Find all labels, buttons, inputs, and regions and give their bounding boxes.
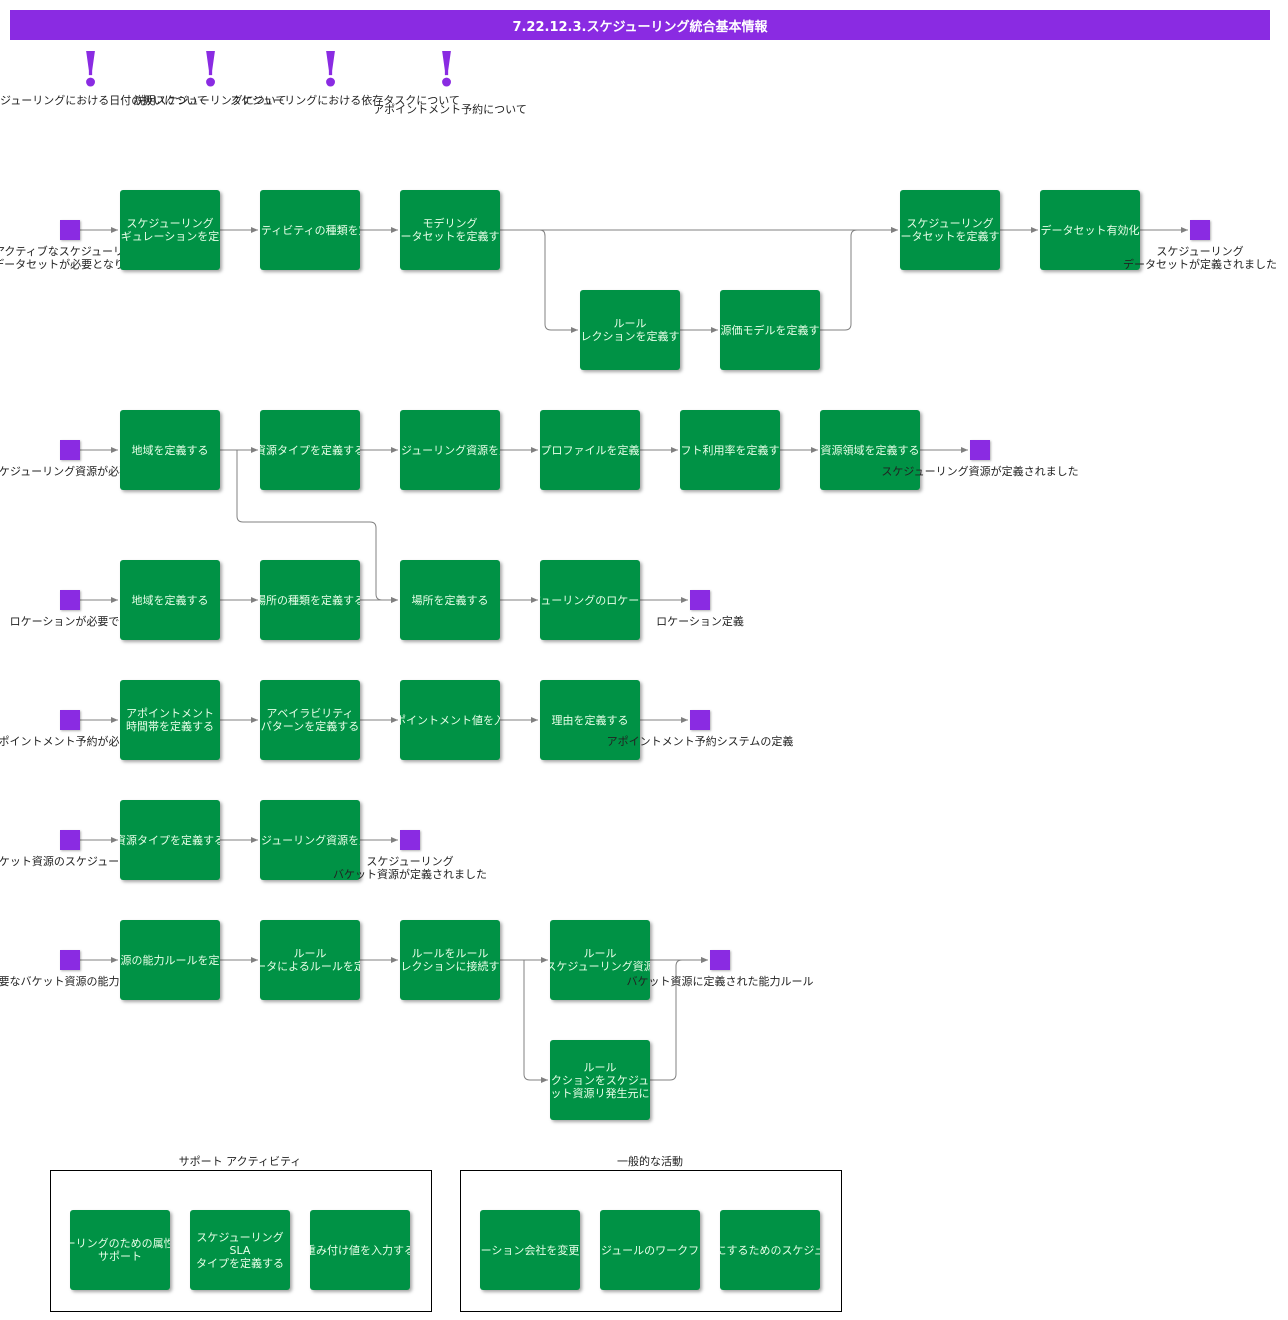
start-event	[60, 950, 80, 970]
task-box[interactable]: 理由を定義する	[540, 680, 640, 760]
start-label: 必要なバケット資源の能力ルール	[0, 975, 153, 988]
start-event	[60, 590, 80, 610]
task-box[interactable]: 地域を定義する	[120, 560, 220, 640]
start-label: バケット資源のスケジューリング	[0, 855, 153, 868]
note-exclamation-icon: !	[436, 42, 458, 98]
start-event	[60, 830, 80, 850]
end-label: スケジューリング バケット資源が定義されました	[333, 855, 487, 881]
end-label: ロケーション定義	[656, 615, 744, 628]
task-box[interactable]: アクティビティの種類を定義	[260, 190, 360, 270]
note-label: 説明スケジューリングについて	[133, 94, 287, 107]
start-label: ロケーションが必要です	[9, 615, 131, 628]
support-group	[50, 1170, 432, 1312]
task-box[interactable]: ルール コレクションを定義する	[580, 290, 680, 370]
general-group-title: 一般的な活動	[617, 1155, 683, 1168]
task-box[interactable]: 地域を定義する	[120, 410, 220, 490]
end-event	[1190, 220, 1210, 240]
task-box[interactable]: スケジューリング レギュレーションを定義	[120, 190, 220, 270]
task-box[interactable]: スケジューリング SLA タイプを定義する	[190, 1210, 290, 1290]
end-label: スケジューリング資源が定義されました	[881, 465, 1079, 478]
task-box[interactable]: データセット有効化	[1040, 190, 1140, 270]
task-box[interactable]: 資源価モデルを定義する	[720, 290, 820, 370]
task-box[interactable]: スケジューリング資源を定義	[260, 800, 360, 880]
task-box[interactable]: ルール スケジューリング資源	[550, 920, 650, 1000]
start-label: アクティブなスケジューリング データセットが必要となります	[0, 245, 147, 271]
task-box[interactable]: ルール データによるルールを定義	[260, 920, 360, 1000]
task-box[interactable]: 資源の能力ルールを定義	[120, 920, 220, 1000]
task-box[interactable]: 資源領域を定義する	[820, 410, 920, 490]
end-event	[710, 950, 730, 970]
task-box[interactable]: 重み付け値を入力する	[310, 1210, 410, 1290]
task-box[interactable]: アベイラビリティ パターンを定義する	[260, 680, 360, 760]
start-label: アポイントメント予約が必要です	[0, 735, 153, 748]
note-exclamation-icon: !	[200, 42, 222, 98]
task-box[interactable]: ルール コレクションをスケジュール バケット資源リ発生元に接続	[550, 1040, 650, 1120]
general-group	[460, 1170, 842, 1312]
task-box[interactable]: スケジューリングのロケーション	[540, 560, 640, 640]
end-label: スケジューリング データセットが定義されました	[1123, 245, 1277, 271]
task-box[interactable]: ルールをルール コレクションに接続する	[400, 920, 500, 1000]
end-event	[690, 590, 710, 610]
task-box[interactable]: モデリング データセットを定義する	[400, 190, 500, 270]
task-box[interactable]: スケジューリングのための属性マスター サポート	[70, 1210, 170, 1290]
end-event	[970, 440, 990, 460]
start-event	[60, 220, 80, 240]
task-box[interactable]: スケジュールのワークフロー	[600, 1210, 700, 1290]
task-box[interactable]: 資源タイプを定義する	[120, 800, 220, 880]
end-event	[690, 710, 710, 730]
start-event	[60, 710, 80, 730]
task-box[interactable]: プロファイルを定義	[540, 410, 640, 490]
note-label: スケジューリングにおける依存タスクについて	[230, 94, 460, 107]
end-label: バケット資源に定義された能力ルール	[626, 975, 814, 988]
task-box[interactable]: アポイントメント 時間帯を定義する	[120, 680, 220, 760]
task-box[interactable]: ロケーション会社を変更する	[480, 1210, 580, 1290]
task-box[interactable]: スケジューリング資源を定義	[400, 410, 500, 490]
task-box[interactable]: 場所の種類を定義する	[260, 560, 360, 640]
end-label: アポイントメント予約システムの定義	[606, 735, 794, 748]
start-label: スケジューリング資源が必要です	[0, 465, 153, 478]
task-box[interactable]: 無効にするためのスケジュール	[720, 1210, 820, 1290]
note-exclamation-icon: !	[320, 42, 342, 98]
task-box[interactable]: スケジューリング データセットを定義する	[900, 190, 1000, 270]
end-event	[400, 830, 420, 850]
support-group-title: サポート アクティビティ	[178, 1155, 302, 1168]
task-box[interactable]: 場所を定義する	[400, 560, 500, 640]
task-box[interactable]: アポイントメント値を入力	[400, 680, 500, 760]
note-label: アポイントメント予約について	[373, 103, 527, 116]
start-event	[60, 440, 80, 460]
note-label: ジューリングにおける日付の扱いについて	[0, 94, 208, 107]
note-exclamation-icon: !	[80, 42, 102, 98]
task-box[interactable]: シフト利用率を定義する	[680, 410, 780, 490]
diagram-title: 7.22.12.3.スケジューリング統合基本情報	[10, 10, 1270, 40]
task-box[interactable]: 資源タイプを定義する	[260, 410, 360, 490]
